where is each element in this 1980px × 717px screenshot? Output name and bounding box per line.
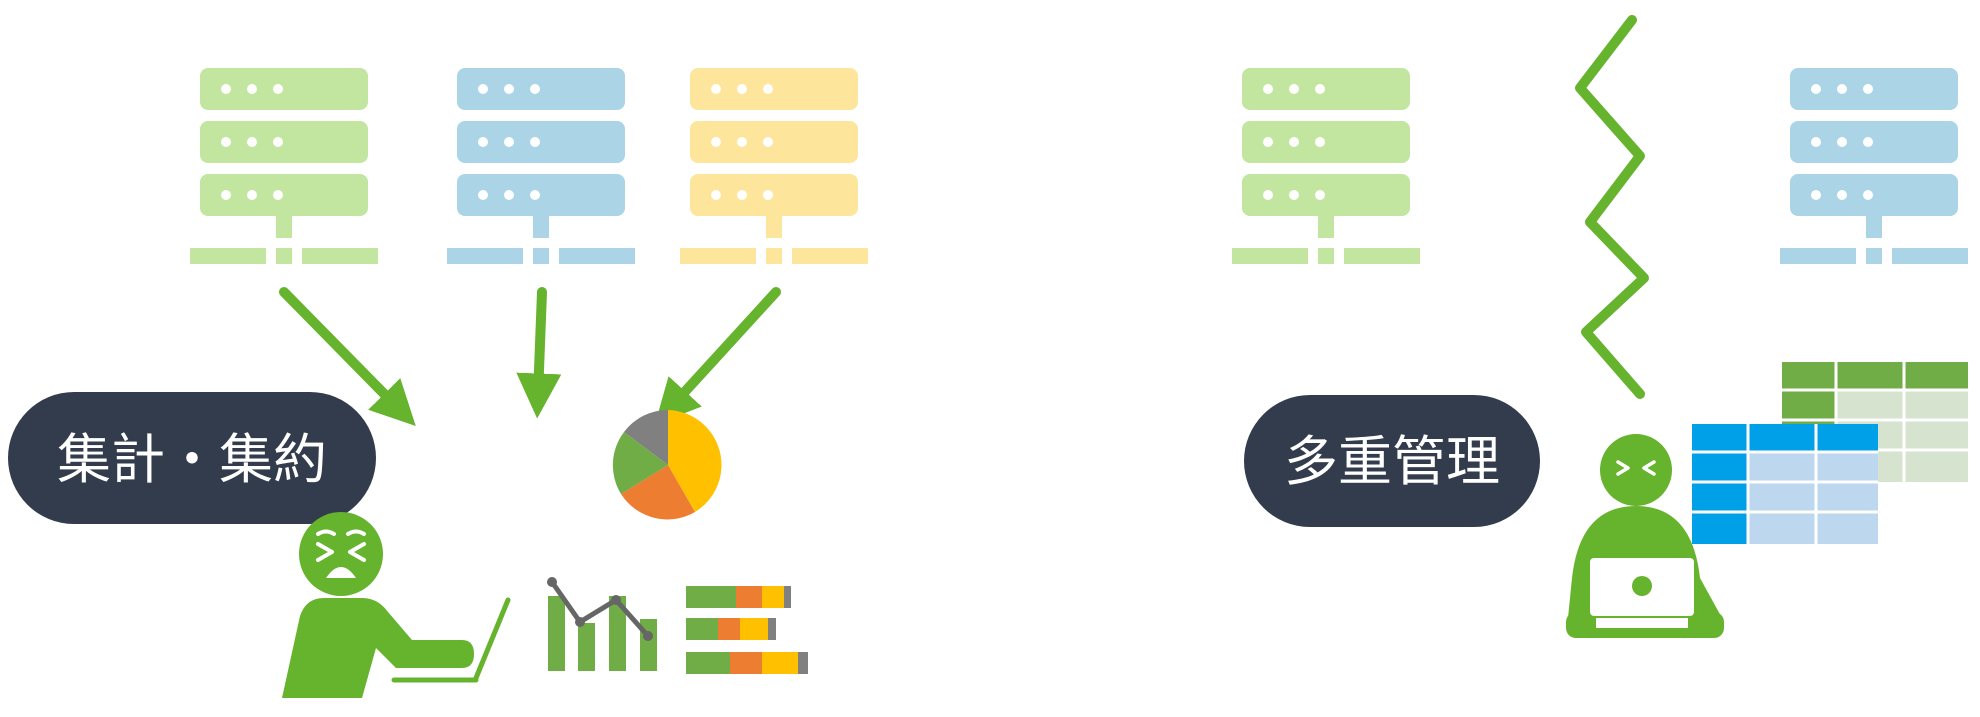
multiple-management-pill: 多重管理 (1244, 395, 1540, 527)
stressed-person-computer-icon (1566, 434, 1724, 638)
server-green-right (1232, 68, 1420, 264)
stressed-person-laptop-icon (282, 512, 511, 698)
server-green-left (190, 68, 378, 264)
arrow-from-green-server (279, 287, 416, 427)
spreadsheet-blue-icon (1692, 424, 1878, 544)
multiple-management-label: 多重管理 (1284, 430, 1500, 493)
server-blue-right (1780, 68, 1968, 264)
arrow-from-blue-server (516, 287, 562, 419)
server-blue-left (447, 68, 635, 264)
arrows-group (279, 287, 781, 427)
server-green-icon (190, 68, 378, 264)
pie-chart-icon (612, 410, 722, 520)
server-yellow-left (680, 68, 868, 264)
server-green-icon (1232, 68, 1420, 264)
server-blue-icon (447, 68, 635, 264)
server-blue-icon (1780, 68, 1968, 264)
bar-line-chart-icon (547, 577, 657, 671)
aggregate-label: 集計・集約 (57, 428, 327, 491)
arrow-from-yellow-server (654, 287, 781, 425)
aggregate-pill: 集計・集約 (8, 392, 376, 524)
stacked-bar-chart-icon (686, 586, 808, 674)
zigzag-disconnect-icon (1575, 15, 1649, 399)
server-yellow-icon (680, 68, 868, 264)
